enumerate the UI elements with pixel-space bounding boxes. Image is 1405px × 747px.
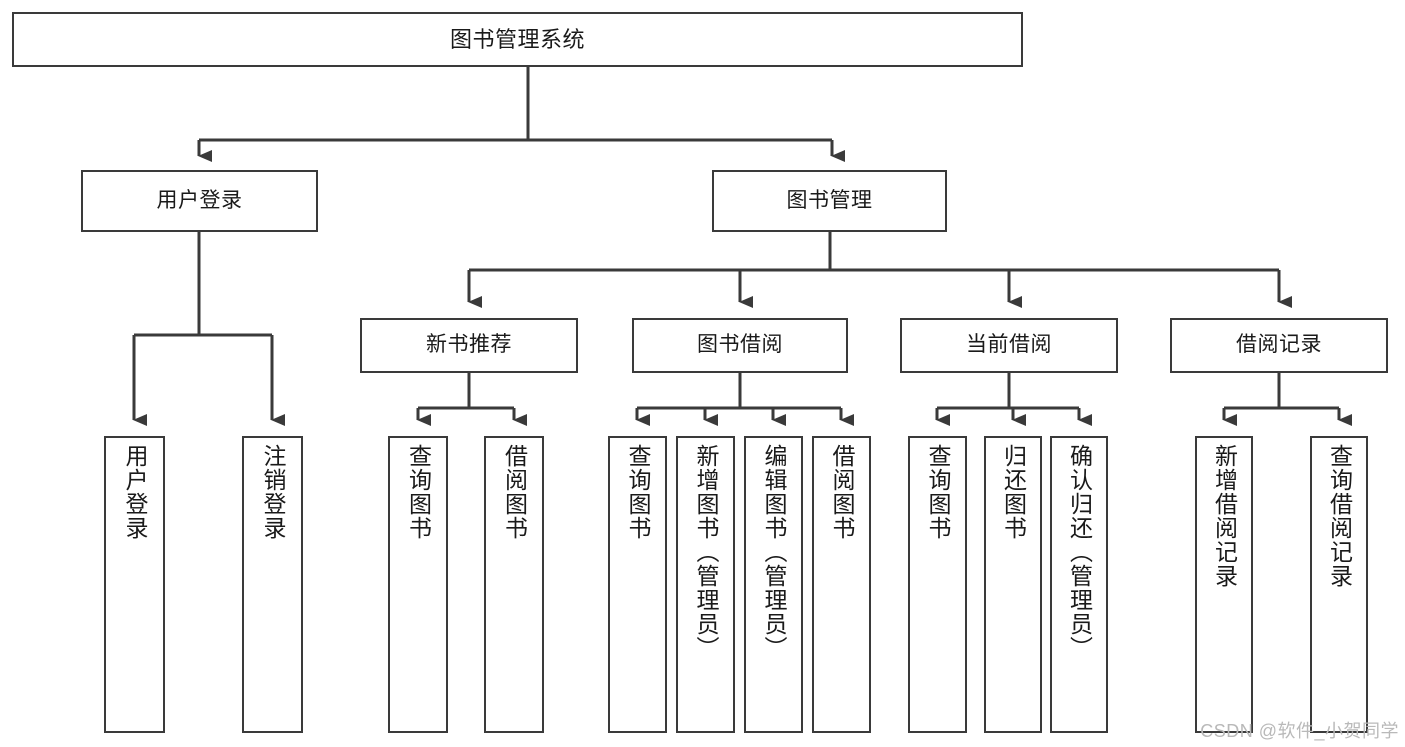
leaf-query-record-label: 查询借阅记录 xyxy=(1326,444,1353,588)
leaf-confirm-return-label: 确认归还（管理员） xyxy=(1066,444,1093,660)
leaf-add-record[interactable]: 新增借阅记录 xyxy=(1195,436,1253,733)
node-book-manage[interactable]: 图书管理 xyxy=(712,170,947,232)
leaf-borrow-book-1[interactable]: 借阅图书 xyxy=(484,436,544,733)
leaf-edit-book[interactable]: 编辑图书（管理员） xyxy=(744,436,803,733)
node-book-borrow-label: 图书借阅 xyxy=(697,333,783,357)
leaf-logout[interactable]: 注销登录 xyxy=(242,436,303,733)
watermark: CSDN @软件_小贺同学 xyxy=(1200,721,1399,741)
node-new-book-rec[interactable]: 新书推荐 xyxy=(360,318,578,373)
leaf-query-book-3-label: 查询图书 xyxy=(925,444,951,540)
leaf-return-book[interactable]: 归还图书 xyxy=(984,436,1042,733)
leaf-add-book-label: 新增图书（管理员） xyxy=(693,444,719,660)
leaf-user-login[interactable]: 用户登录 xyxy=(104,436,165,733)
node-current-borrow[interactable]: 当前借阅 xyxy=(900,318,1118,373)
node-book-manage-label: 图书管理 xyxy=(786,188,873,212)
leaf-confirm-return[interactable]: 确认归还（管理员） xyxy=(1050,436,1108,733)
leaf-borrow-book-2[interactable]: 借阅图书 xyxy=(812,436,871,733)
node-root[interactable]: 图书管理系统 xyxy=(12,12,1023,67)
node-root-label: 图书管理系统 xyxy=(449,26,585,52)
node-user-login[interactable]: 用户登录 xyxy=(81,170,318,232)
node-user-login-label: 用户登录 xyxy=(156,188,243,212)
leaf-borrow-book-2-label: 借阅图书 xyxy=(829,444,855,540)
leaf-return-book-label: 归还图书 xyxy=(1000,444,1027,540)
node-new-book-rec-label: 新书推荐 xyxy=(426,333,512,357)
node-book-borrow[interactable]: 图书借阅 xyxy=(632,318,848,373)
leaf-logout-label: 注销登录 xyxy=(260,444,286,540)
leaf-add-book[interactable]: 新增图书（管理员） xyxy=(676,436,735,733)
node-borrow-record-label: 借阅记录 xyxy=(1236,333,1322,357)
leaf-add-record-label: 新增借阅记录 xyxy=(1211,444,1238,588)
leaf-query-book-1-label: 查询图书 xyxy=(405,444,432,540)
leaf-borrow-book-1-label: 借阅图书 xyxy=(501,444,528,540)
node-current-borrow-label: 当前借阅 xyxy=(966,333,1052,357)
leaf-query-book-1[interactable]: 查询图书 xyxy=(388,436,448,733)
leaf-query-record[interactable]: 查询借阅记录 xyxy=(1310,436,1368,733)
leaf-user-login-label: 用户登录 xyxy=(122,444,148,540)
leaf-query-book-2-label: 查询图书 xyxy=(625,444,651,540)
node-borrow-record[interactable]: 借阅记录 xyxy=(1170,318,1388,373)
leaf-query-book-2[interactable]: 查询图书 xyxy=(608,436,667,733)
leaf-edit-book-label: 编辑图书（管理员） xyxy=(761,444,787,660)
leaf-query-book-3[interactable]: 查询图书 xyxy=(908,436,967,733)
